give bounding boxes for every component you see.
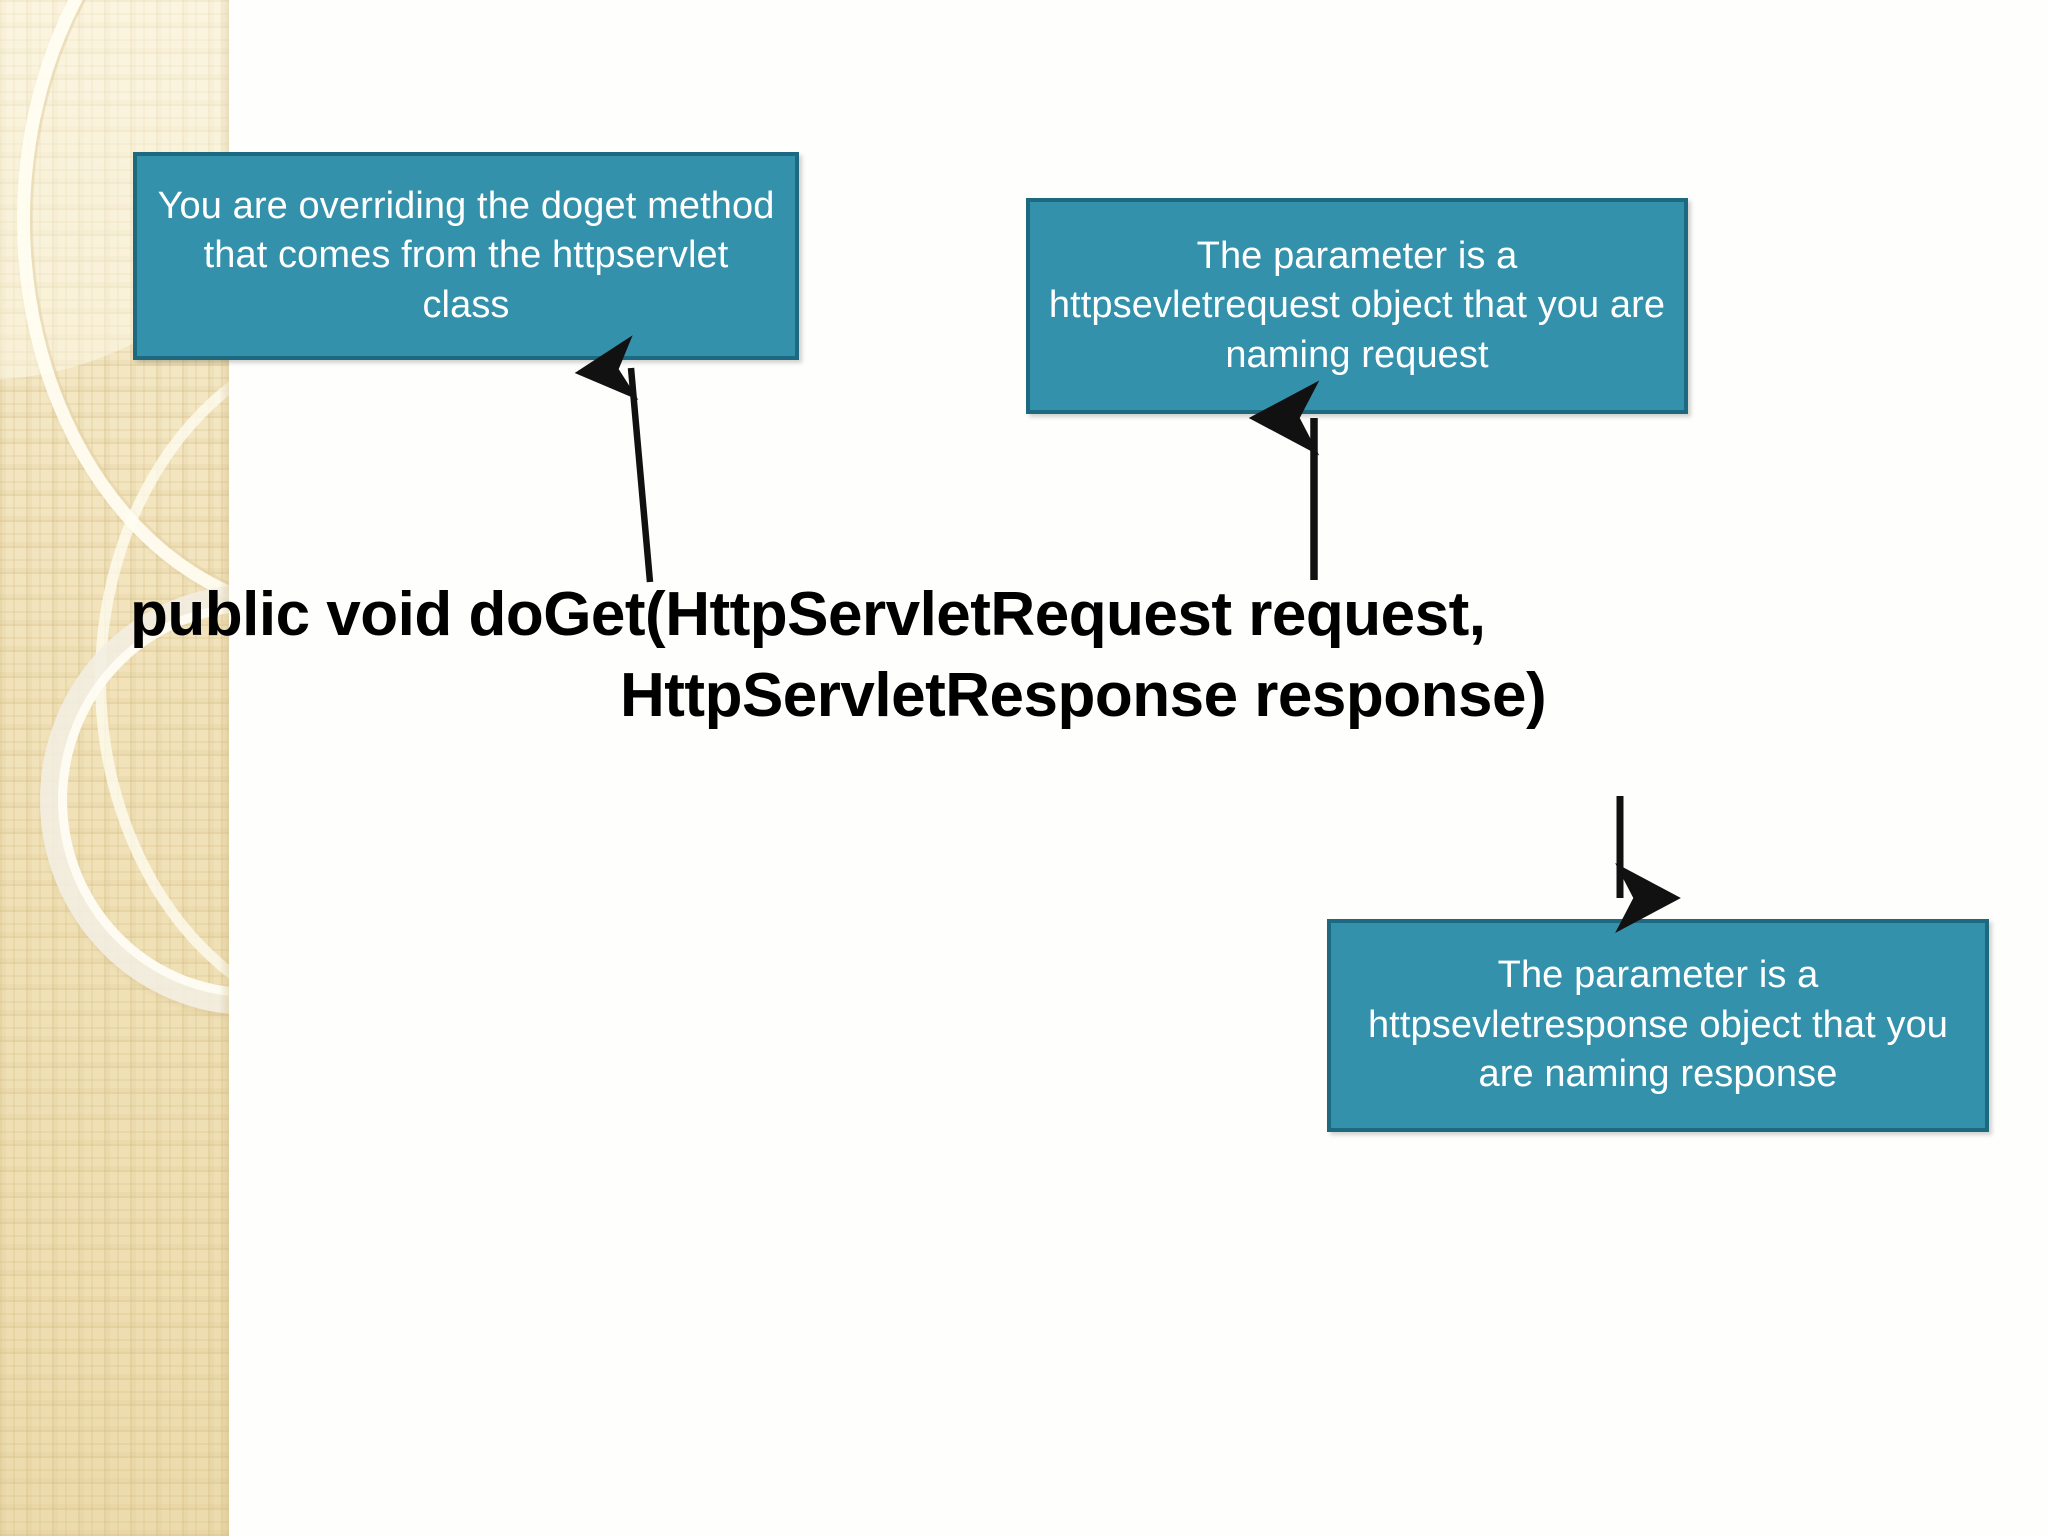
- arrow-down-to-response-callout: [1615, 796, 1681, 934]
- callout-doget-text: You are overriding the doget method that…: [157, 184, 775, 326]
- callout-response-parameter: The parameter is a httpsevletresponse ob…: [1327, 919, 1989, 1132]
- code-signature-line-1: public void doGet(HttpServletRequest req…: [130, 580, 1486, 649]
- callout-response-text: The parameter is a httpsevletresponse ob…: [1367, 954, 1949, 1096]
- arrow-up-to-request-callout: [1248, 380, 1320, 580]
- sidebar-right-edge: [219, 0, 229, 1536]
- code-signature: public void doGet(HttpServletRequest req…: [130, 575, 1880, 736]
- arrow-up-to-doget-callout: [574, 335, 654, 583]
- callout-request-parameter: The parameter is a httpsevletrequest obj…: [1026, 198, 1688, 414]
- callout-request-text: The parameter is a httpsevletrequest obj…: [1048, 234, 1666, 376]
- callout-doget: You are overriding the doget method that…: [133, 152, 799, 360]
- code-signature-line-2: HttpServletResponse response): [620, 660, 1547, 730]
